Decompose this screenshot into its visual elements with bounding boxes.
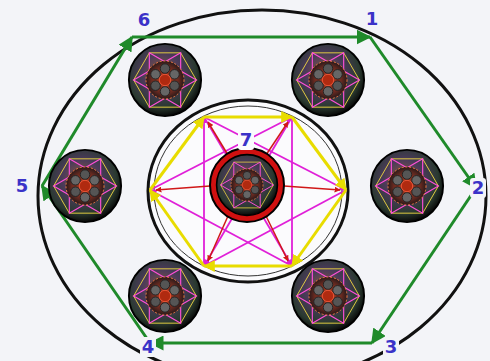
callout-number: 6	[136, 10, 153, 30]
center-ring	[210, 148, 284, 222]
callout-number: 1	[364, 9, 381, 29]
inner-circle	[148, 100, 348, 282]
sphere	[292, 260, 364, 332]
sphere	[371, 150, 443, 222]
sphere	[129, 44, 201, 116]
red-arrows	[156, 122, 340, 261]
callout-number: 2	[470, 178, 487, 198]
green-hexagon	[42, 37, 476, 343]
yellow-hexagon	[150, 117, 346, 266]
callout-number: 7	[238, 130, 255, 150]
center-sphere	[217, 155, 278, 216]
sphere	[49, 150, 121, 222]
callout-number: 5	[14, 176, 31, 196]
callout-number: 4	[140, 337, 157, 357]
outer-ellipse	[38, 10, 486, 361]
callout-number: 3	[383, 337, 400, 357]
inner-ring	[154, 106, 342, 276]
sphere	[292, 44, 364, 116]
magenta-star	[150, 117, 346, 266]
sphere	[129, 260, 201, 332]
